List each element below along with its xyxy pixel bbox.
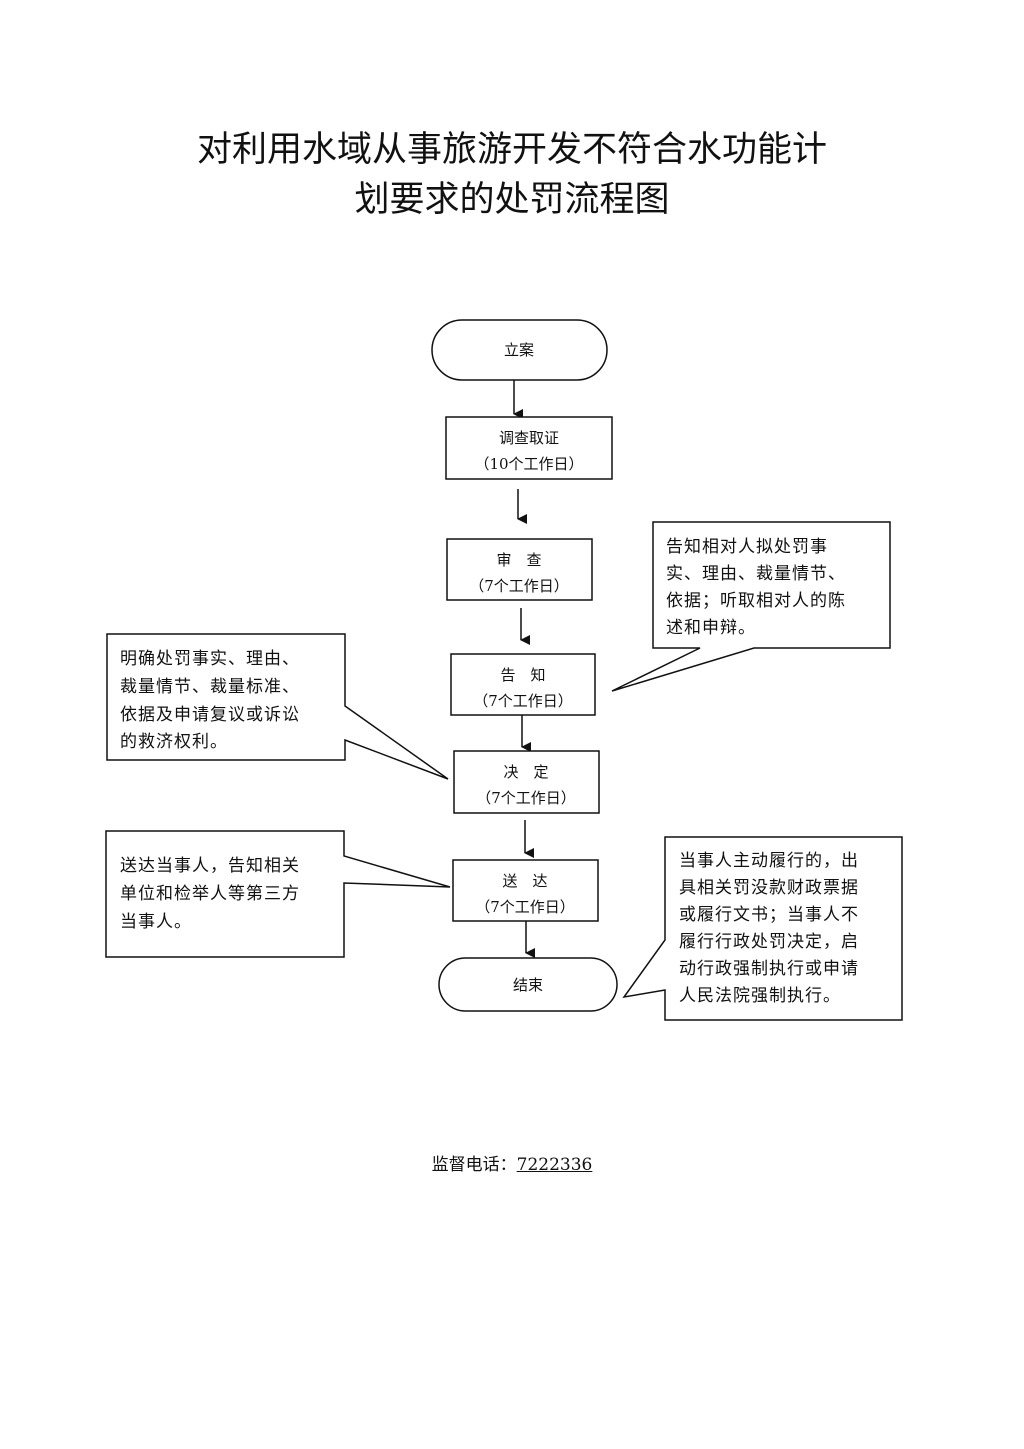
deliver-node: 送 达 （7个工作日） (452, 859, 599, 922)
review-node-duration: （7个工作日） (469, 577, 569, 595)
callout-decide-line-2: 裁量情节、裁量标准、 (120, 677, 300, 697)
callout-deliver-line-1: 送达当事人，告知相关 (120, 856, 300, 876)
end-node-label: 结束 (513, 976, 543, 994)
notify-node: 告 知 （7个工作日） (450, 653, 596, 716)
callout-deliver-line-3: 当事人。 (120, 912, 192, 932)
decide-node: 决 定 （7个工作日） (453, 750, 600, 814)
callout-notify-line-1: 告知相对人拟处罚事 (666, 537, 828, 557)
start-node-label: 立案 (504, 341, 534, 359)
hotline-number: 7222336 (516, 1155, 593, 1175)
deliver-node-label: 送 达 (502, 872, 547, 890)
callout-end-line-1: 当事人主动履行的，出 (679, 851, 859, 871)
callout-deliver-line-2: 单位和检举人等第三方 (120, 884, 300, 904)
hotline-label: 监督电话： (431, 1155, 517, 1175)
callout-end-line-3: 或履行文书；当事人不 (679, 905, 859, 925)
callout-end-line-6: 人民法院强制执行。 (679, 986, 841, 1006)
end-node: 结束 (438, 957, 618, 1012)
review-node-label: 审 查 (496, 551, 541, 569)
callout-decide-line-3: 依据及申请复议或诉讼 (120, 705, 300, 725)
callout-deliver-left: 送达当事人，告知相关 单位和检举人等第三方 当事人。 (105, 830, 451, 958)
investigate-node: 调查取证 （10个工作日） (445, 416, 613, 480)
start-node: 立案 (431, 319, 608, 381)
callout-notify-line-4: 述和申辩。 (666, 618, 756, 638)
callout-end-right: 当事人主动履行的，出 具相关罚没款财政票据 或履行文书；当事人不 履行行政处罚决… (622, 836, 903, 1021)
page-title-line-1: 对利用水域从事旅游开发不符合水功能计 (196, 130, 827, 170)
callout-decide-left: 明确处罚事实、理由、 裁量情节、裁量标准、 依据及申请复议或诉讼 的救济权利。 (106, 633, 449, 780)
callout-decide-line-1: 明确处罚事实、理由、 (120, 649, 300, 669)
callout-end-line-2: 具相关罚没款财政票据 (679, 878, 859, 898)
callout-decide-line-4: 的救济权利。 (120, 732, 228, 752)
deliver-node-duration: （7个工作日） (475, 898, 575, 916)
notify-node-duration: （7个工作日） (473, 692, 573, 710)
page-title-line-2: 划要求的处罚流程图 (354, 180, 670, 220)
investigate-node-duration: （10个工作日） (474, 455, 583, 473)
callout-notify-right: 告知相对人拟处罚事 实、理由、裁量情节、 依据；听取相对人的陈 述和申辩。 (611, 521, 891, 692)
decide-node-duration: （7个工作日） (476, 789, 576, 807)
supervision-hotline: 监督电话：7222336 (0, 1150, 1024, 1175)
callout-notify-line-2: 实、理由、裁量情节、 (666, 564, 846, 584)
callout-end-line-5: 动行政强制执行或申请 (679, 959, 859, 979)
review-node: 审 查 （7个工作日） (446, 538, 593, 601)
notify-node-label: 告 知 (500, 666, 545, 684)
callout-notify-line-3: 依据；听取相对人的陈 (666, 591, 846, 611)
decide-node-label: 决 定 (503, 763, 548, 781)
callout-end-line-4: 履行行政处罚决定，启 (679, 932, 859, 952)
investigate-node-label: 调查取证 (499, 429, 559, 447)
